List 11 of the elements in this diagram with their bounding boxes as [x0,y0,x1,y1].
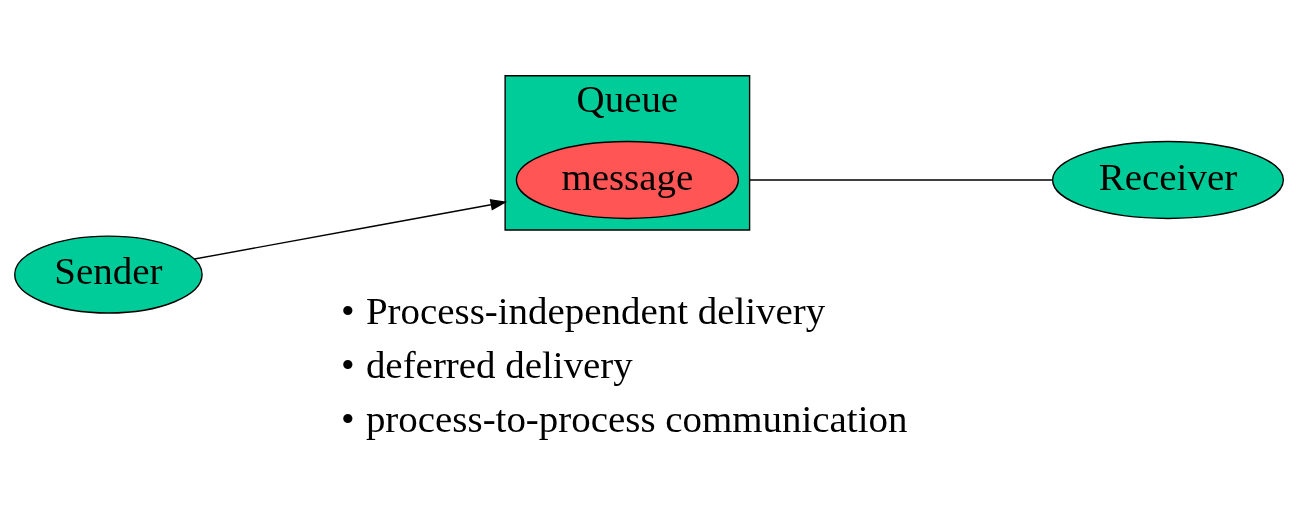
label: • [340,396,355,440]
label: deferred delivery [365,342,633,386]
node-ellipse: Sender [14,234,203,314]
node-ellipse: message [515,140,740,219]
connector [748,178,1054,181]
label: • [340,342,355,386]
arrow [193,198,508,260]
label: • [340,288,355,332]
label: process-to-process communication [365,396,908,440]
node-ellipse: Receiver [1051,140,1285,219]
label: Process-independent delivery [365,288,826,332]
